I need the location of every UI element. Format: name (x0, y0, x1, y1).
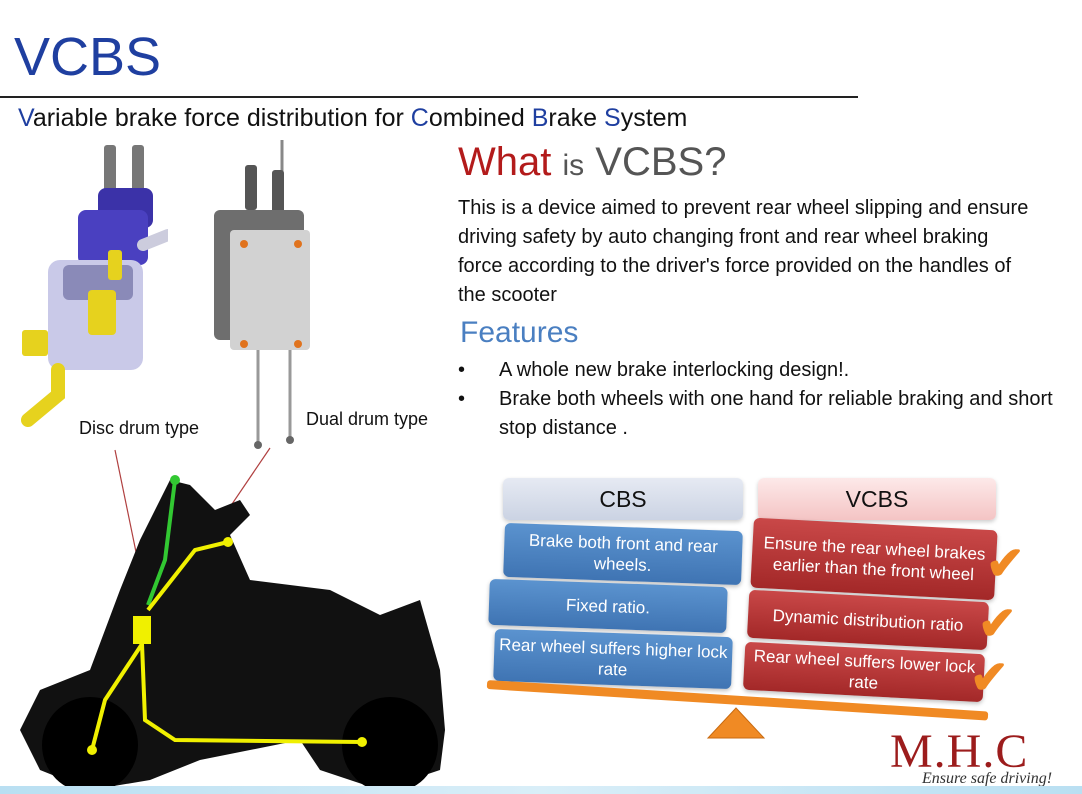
checkmark-icon: ✔ (986, 537, 1025, 589)
cbs-item: Fixed ratio. (488, 578, 728, 634)
features-list: • A whole new brake interlocking design!.… (458, 356, 1058, 443)
what-description: This is a device aimed to prevent rear w… (458, 197, 1029, 306)
dual-drum-device-image (214, 140, 310, 449)
checkmark-icon: ✔ (970, 651, 1009, 703)
disc-drum-label: Disc drum type (79, 418, 200, 438)
vcbs-item: Rear wheel suffers lower lock rate (742, 641, 986, 703)
bullet-icon: • (458, 388, 466, 410)
subtitle-part: B (531, 104, 549, 132)
what-word: What (458, 140, 552, 184)
disc-drum-device-image (21, 145, 168, 427)
subtitle-part: V (18, 104, 33, 132)
is-word: is (562, 149, 585, 182)
vcbs-word: VCBS? (595, 140, 727, 184)
title-divider (0, 96, 858, 98)
mhc-logo: M.H.C (890, 725, 1029, 778)
page-title: VCBS (14, 27, 162, 87)
bullet-icon: • (458, 359, 466, 381)
list-item: • A whole new brake interlocking design!. (458, 356, 1058, 385)
scooter-silhouette-image (20, 447, 445, 793)
dual-drum-label: Dual drum type (306, 409, 429, 429)
fulcrum-triangle-icon (706, 707, 766, 739)
subtitle-part: ombined (428, 104, 532, 132)
subtitle-part: rake (548, 104, 604, 132)
logo-tagline: Ensure safe driving! (922, 770, 1053, 787)
cbs-column-header: CBS (503, 478, 743, 520)
cbs-item: Brake both front and rear wheels. (503, 522, 743, 586)
vcbs-column-header: VCBS (758, 478, 996, 520)
vcbs-item: Dynamic distribution ratio (746, 589, 990, 651)
cbs-item: Rear wheel suffers higher lock rate (493, 628, 733, 690)
page-subtitle: Variable brake force distribution for Co… (18, 104, 687, 133)
subtitle-part: S (604, 104, 621, 132)
subtitle-part: ystem (620, 104, 688, 132)
subtitle-part: ariable brake force distribution for (32, 104, 411, 132)
checkmark-icon: ✔ (978, 597, 1017, 649)
subtitle-part: C (410, 104, 429, 132)
footer-band (0, 786, 1082, 794)
vcbs-item: Ensure the rear wheel brakes earlier tha… (750, 517, 998, 601)
features-heading: Features (460, 316, 579, 349)
list-item: • Brake both wheels with one hand for rel… (458, 385, 1058, 443)
feature-text: Brake both wheels with one hand for reli… (499, 388, 1053, 439)
what-is-heading: What is VCBS? (458, 140, 726, 185)
feature-text: A whole new brake interlocking design!. (499, 359, 850, 381)
